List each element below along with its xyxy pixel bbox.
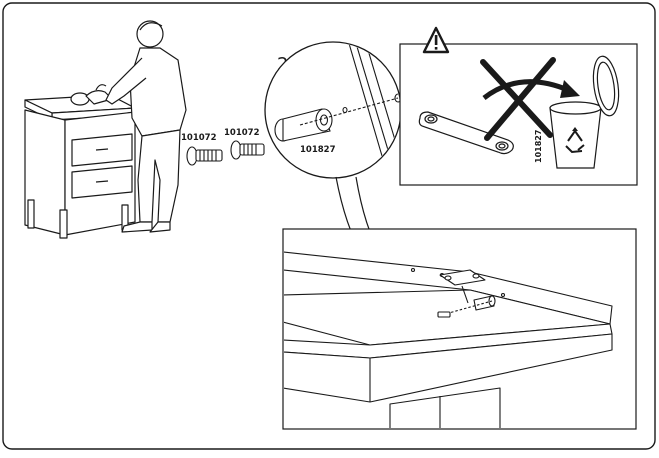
dispose-arrow <box>482 79 569 100</box>
part-number-dowel: 101827 <box>300 145 336 155</box>
recycle-bin <box>549 55 620 169</box>
changing-table-illustration <box>24 20 187 239</box>
tray-detail-panel <box>282 228 637 430</box>
warning-panel: 101827 <box>399 26 638 186</box>
connector-plate <box>418 111 514 155</box>
warning-triangle-icon <box>422 26 450 54</box>
part-number-screw-b: 101072 <box>224 128 260 138</box>
recycle-icon <box>565 127 585 154</box>
part-number-connector: 101827 <box>534 130 543 163</box>
screw-101072-left <box>186 146 223 166</box>
screw-101072-right <box>230 140 265 160</box>
detail-magnifier: 101827 <box>264 41 402 179</box>
x-cross-icon <box>480 57 556 141</box>
part-number-screw-a: 101072 <box>181 133 217 143</box>
dispose-arrow-head <box>560 80 580 98</box>
